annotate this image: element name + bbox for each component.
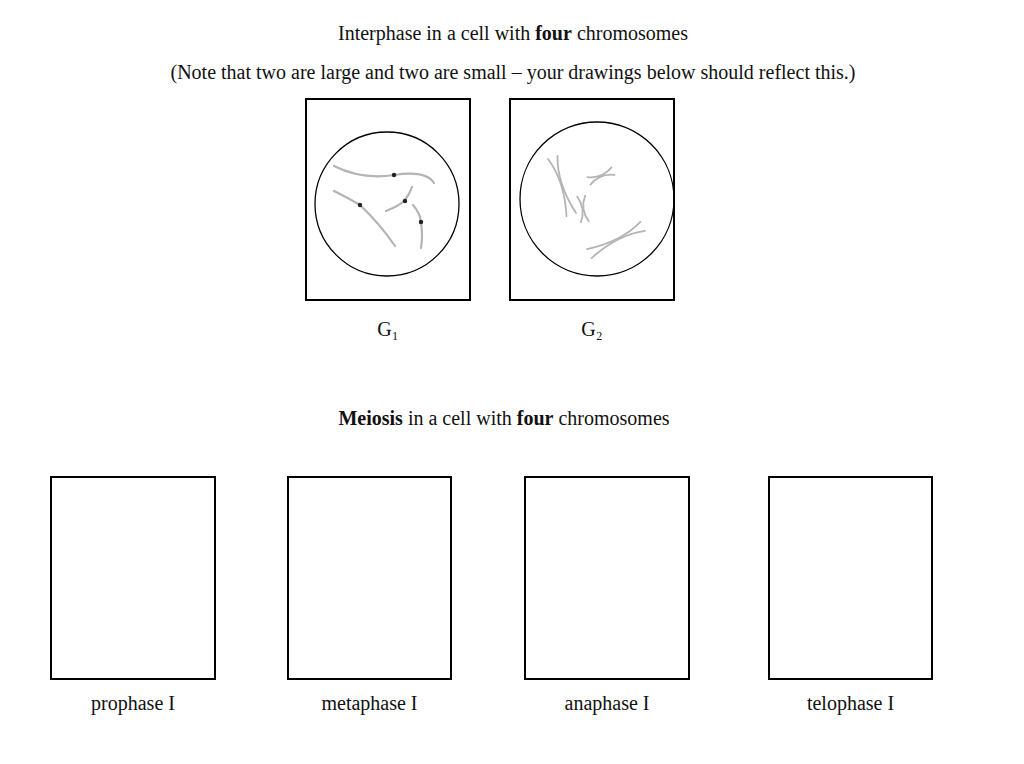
chromatid <box>589 172 614 185</box>
phase-label: anaphase I <box>565 691 650 715</box>
phase-label: G₁ <box>377 317 398 341</box>
large-replicated-chromosome <box>587 222 645 258</box>
g2-chromosomes <box>548 156 645 258</box>
large-replicated-chromosome <box>548 156 576 216</box>
chromatid <box>553 156 576 214</box>
drawing-box: metaphase I <box>287 476 452 680</box>
bold-word: four <box>517 407 554 429</box>
note-text: (Note that two are large and two are sma… <box>171 60 856 84</box>
centromere-dot <box>403 199 407 203</box>
centromeres <box>358 173 423 224</box>
drawing-box: telophase I <box>768 476 933 680</box>
centromere-dot <box>358 203 362 207</box>
small-chromosome <box>386 187 412 211</box>
bold-word: four <box>535 22 572 44</box>
chromatid <box>548 158 571 216</box>
phase-label: G₂ <box>581 317 602 341</box>
chromatid <box>587 222 643 253</box>
chromatid <box>577 196 584 222</box>
small-replicated-chromosome <box>577 196 589 223</box>
drawing-box: anaphase I <box>524 476 690 680</box>
small-replicated-chromosome <box>587 167 614 184</box>
drawing-box: G₂ <box>509 98 675 301</box>
drawing-box: G₁ <box>305 98 471 301</box>
large-chromosome <box>334 166 434 183</box>
centromere-dot <box>419 220 423 224</box>
nucleus-outline <box>315 132 459 276</box>
chromatid <box>589 227 645 258</box>
small-chromosome <box>413 205 422 248</box>
bold-word: Meiosis <box>338 407 402 429</box>
large-chromosome <box>334 191 395 246</box>
drawing-box: prophase I <box>50 476 216 680</box>
nucleus-outline <box>520 122 674 276</box>
phase-label: prophase I <box>91 691 175 715</box>
phase-label: metaphase I <box>321 691 417 715</box>
phase-label: telophase I <box>807 691 894 715</box>
title: Interphase in a cell with four chromosom… <box>338 21 688 45</box>
section-heading: Meiosis in a cell with four chromosomes <box>338 406 669 430</box>
centromere-dot <box>392 173 396 177</box>
g1-chromosomes <box>334 166 434 248</box>
